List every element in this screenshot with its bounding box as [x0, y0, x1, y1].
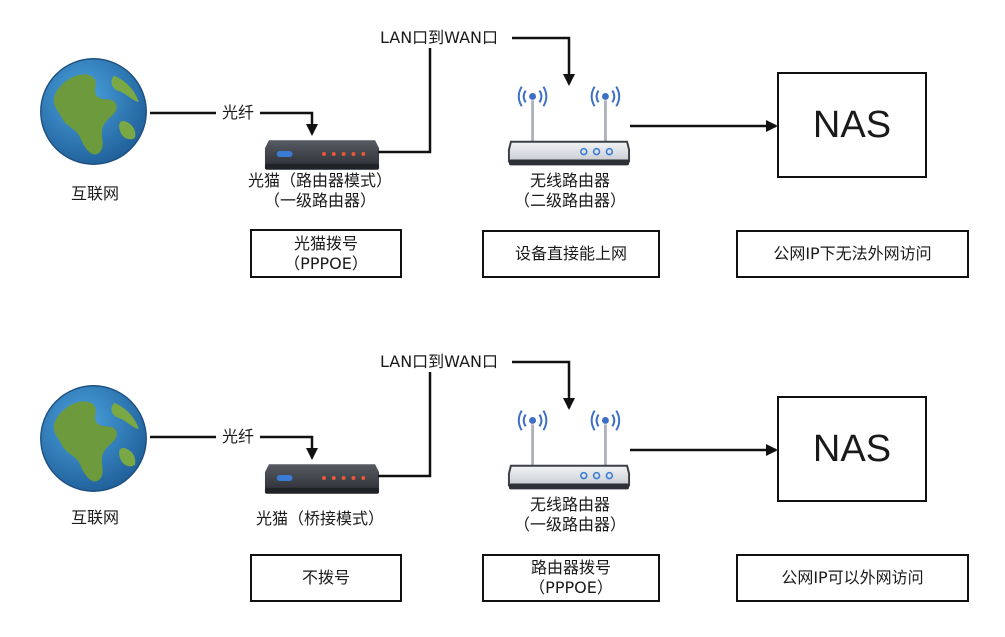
wireless-router-icon: [507, 85, 631, 167]
modem-icon: [264, 464, 380, 494]
modem-label: 光猫（路由器模式） （一级路由器）: [247, 171, 392, 210]
fiber-connector: [150, 435, 318, 460]
internet-label: 互联网: [70, 184, 119, 203]
fiber-connector: [150, 111, 318, 136]
status-box-nas: 公网IP可以外网访问: [736, 554, 969, 602]
status-box-router: 设备直接能上网: [482, 230, 660, 278]
modem-icon: [264, 140, 380, 170]
row-1: [40, 36, 778, 170]
wireless-router-icon: [507, 409, 631, 491]
internet-globe-icon: [40, 385, 147, 492]
fiber-label: 光纤: [216, 103, 260, 123]
internet-globe-icon: [40, 58, 147, 165]
router-label: 无线路由器 （二级路由器）: [513, 171, 626, 210]
status-box-router: 路由器拨号 （PPPOE）: [482, 554, 660, 602]
internet-label: 互联网: [70, 508, 119, 527]
modem-label: 光猫（桥接模式）: [255, 509, 384, 528]
lan-wan-label: LAN口到WAN口: [366, 352, 512, 372]
status-box-modem: 光猫拨号 （PPPOE）: [250, 229, 402, 278]
fiber-label: 光纤: [216, 427, 260, 447]
nas-box: NAS: [777, 72, 927, 178]
lan-wan-label: LAN口到WAN口: [366, 28, 512, 48]
nas-box: NAS: [777, 396, 927, 502]
status-box-modem: 不拨号: [250, 554, 402, 602]
router-label: 无线路由器 （一级路由器）: [513, 495, 626, 534]
row-2: [40, 360, 778, 494]
status-box-nas: 公网IP下无法外网访问: [736, 230, 969, 278]
